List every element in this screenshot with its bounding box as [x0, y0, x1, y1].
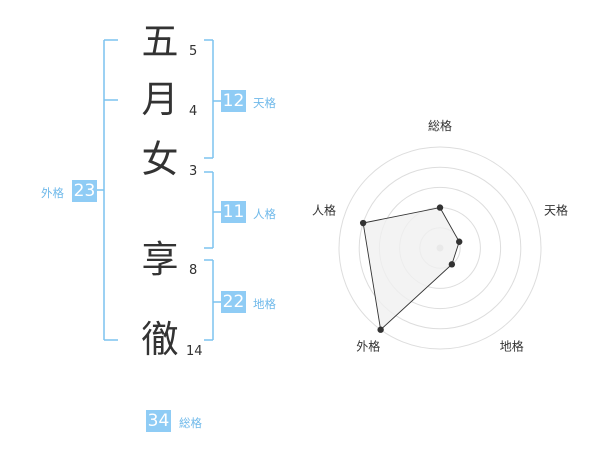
- stroke-count-1: 5: [189, 44, 198, 59]
- stroke-count-5: 14: [186, 344, 203, 359]
- radar-series-area: [362, 207, 460, 331]
- radar-point-1: [436, 204, 444, 211]
- name-char-1: 五: [141, 20, 179, 63]
- jinkaku-value: 11: [221, 201, 246, 223]
- radar-axis-label-5: 人格: [312, 202, 336, 217]
- tenkaku-value: 12: [221, 90, 246, 112]
- stroke-count-2: 4: [189, 104, 198, 119]
- name-char-2: 月: [141, 78, 179, 121]
- radar-point-2: [456, 238, 463, 245]
- radar-axis-label-3: 地格: [500, 339, 524, 354]
- radar-axis-label-1: 総格: [428, 118, 452, 133]
- chikaku-label: 地格: [253, 297, 276, 311]
- gaikaku-value: 23: [72, 180, 97, 202]
- radar-ring-4: [358, 166, 522, 330]
- radar-axis-label-4: 外格: [356, 339, 380, 354]
- name-char-3: 女: [141, 138, 179, 181]
- gaikaku-label: 外格: [41, 186, 64, 200]
- stroke-count-4: 8: [189, 263, 198, 278]
- jinkaku-label: 人格: [253, 207, 276, 221]
- stroke-count-3: 3: [189, 164, 198, 179]
- radar-axis-label-2: 天格: [544, 202, 568, 217]
- name-char-5: 徹: [141, 318, 179, 361]
- radar-point-3: [448, 261, 456, 268]
- name-char-4: 享: [141, 238, 179, 281]
- radar-ring-5: [338, 146, 542, 350]
- soukaku-value: 34: [146, 410, 171, 432]
- radar-point-4: [377, 326, 384, 333]
- chikaku-value: 22: [221, 291, 246, 313]
- radar-point-5: [359, 219, 367, 227]
- tenkaku-label: 天格: [253, 96, 276, 110]
- soukaku-label: 総格: [179, 416, 202, 430]
